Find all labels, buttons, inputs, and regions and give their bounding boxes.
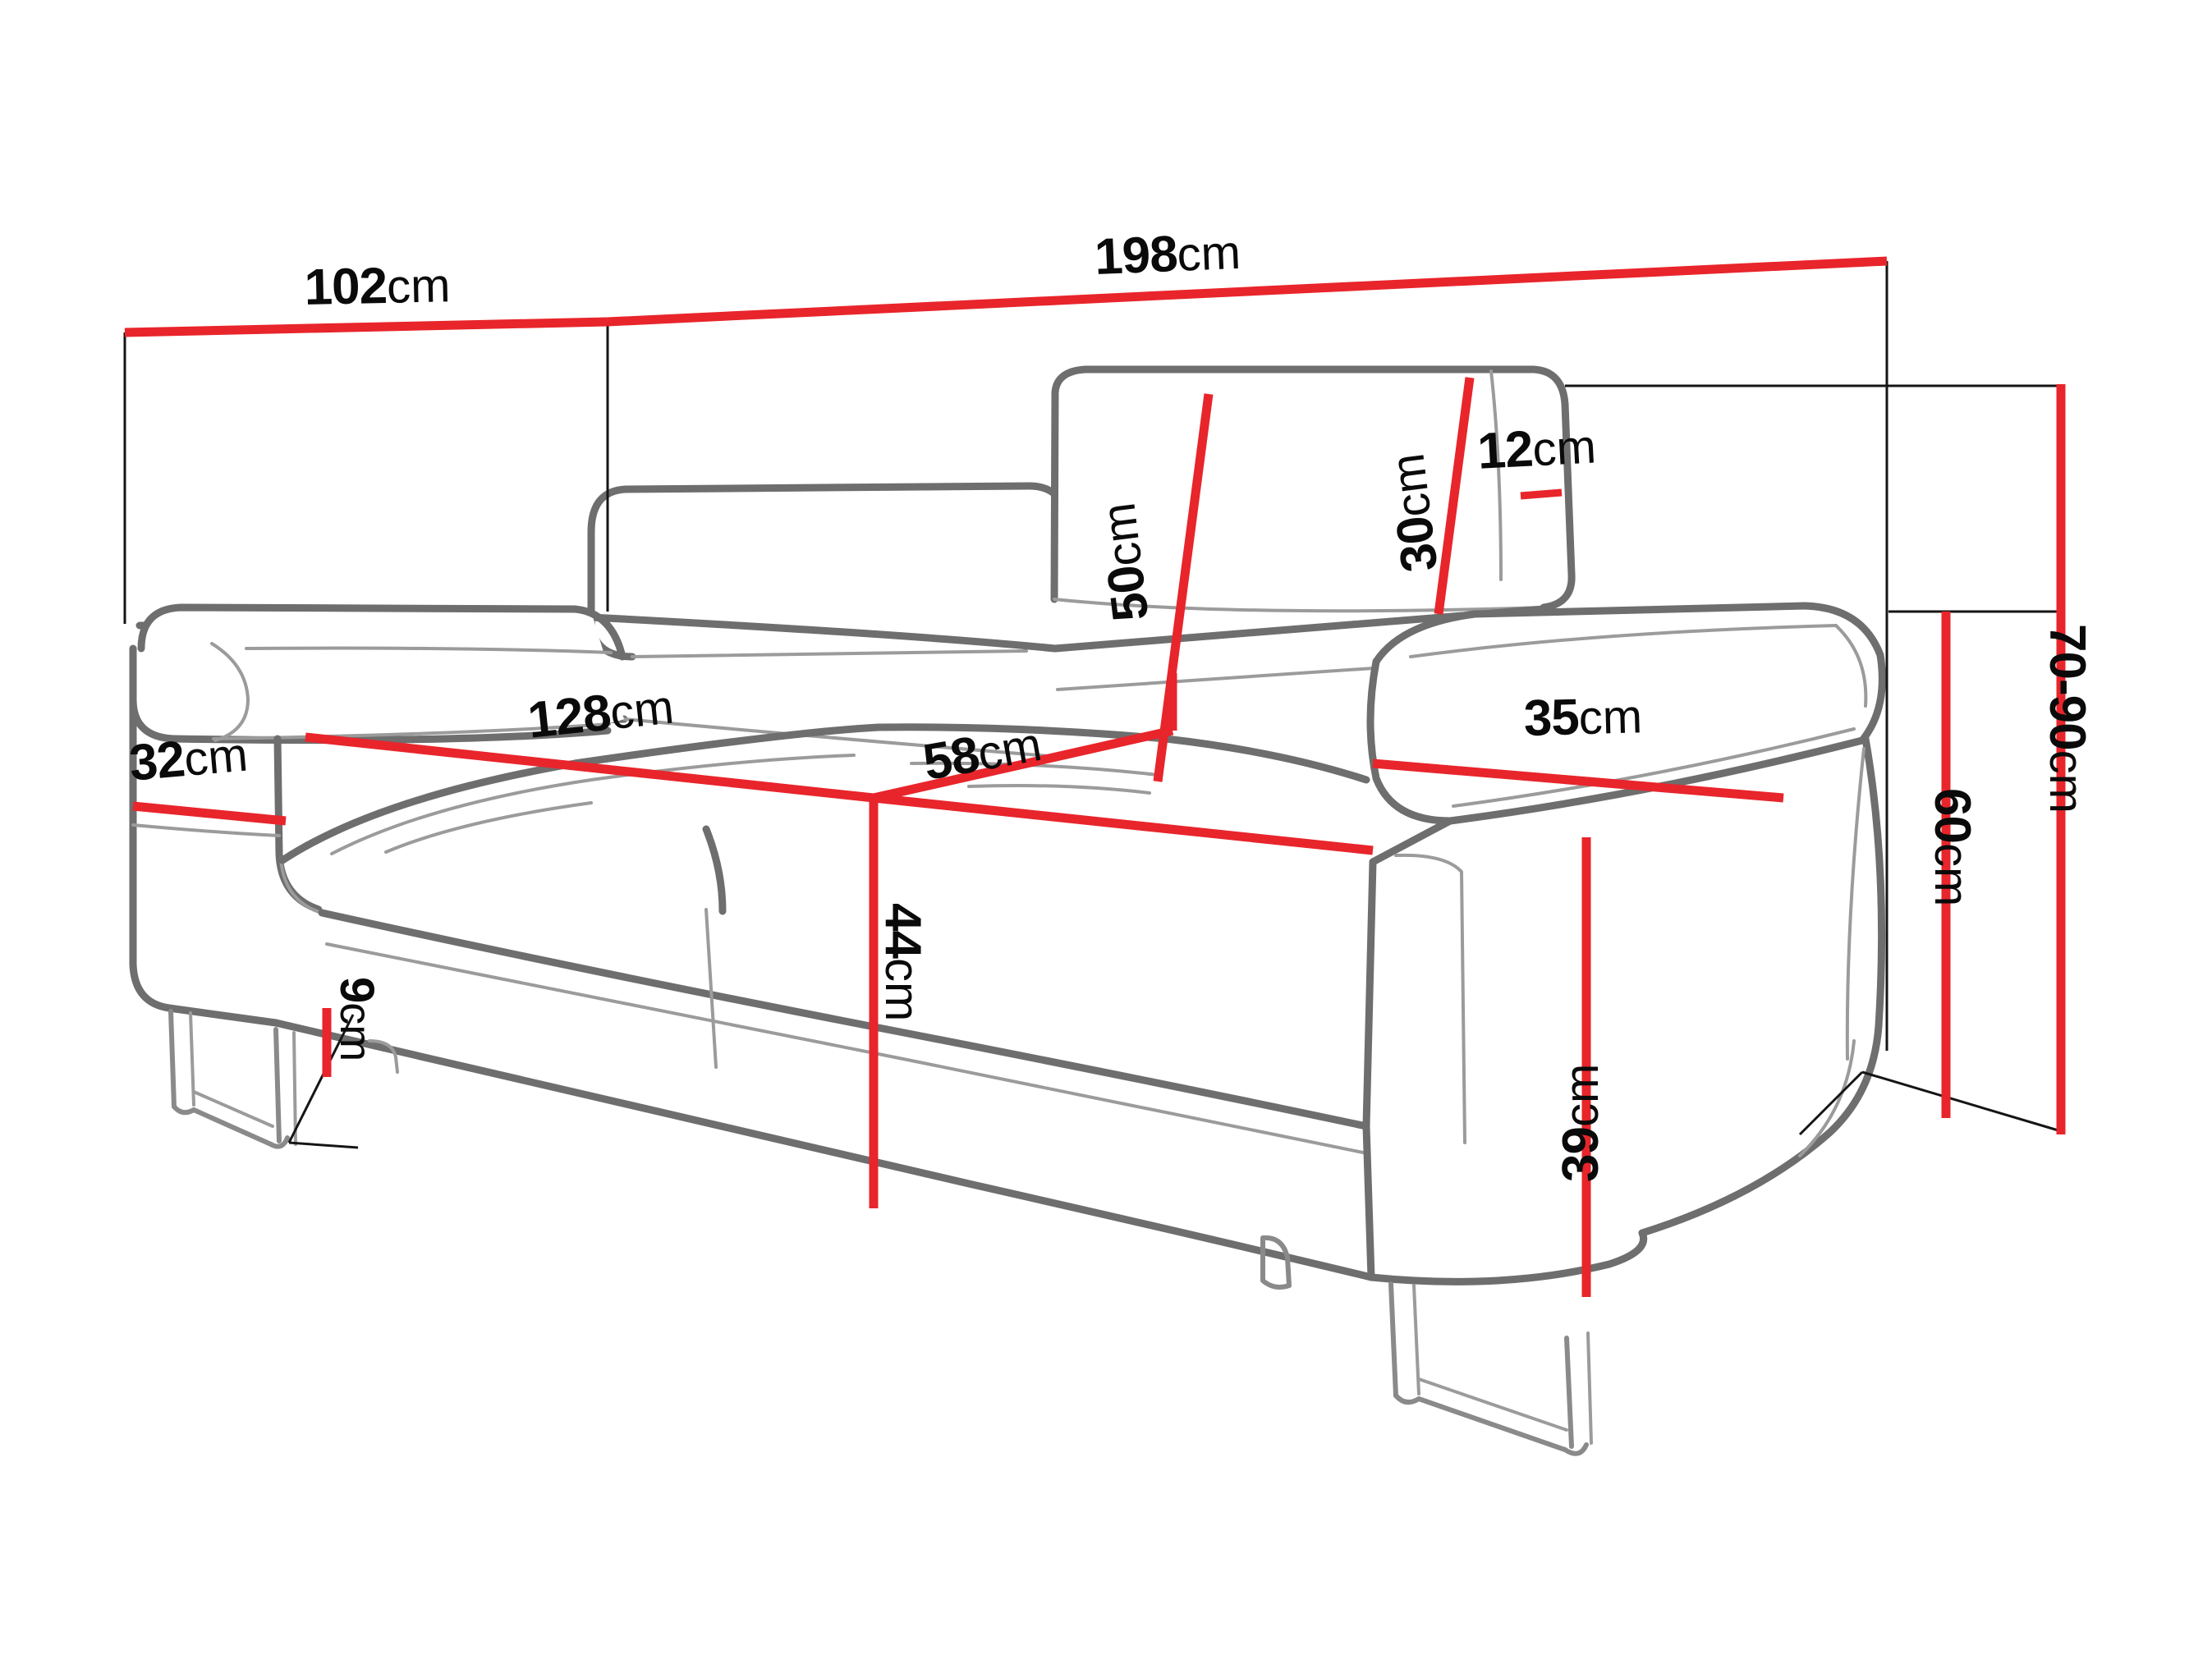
left-small-foot <box>368 1039 399 1074</box>
label-left-armrest-width: 32cm <box>126 727 250 792</box>
dimension-line-depth-total <box>124 317 608 337</box>
right-side-panel <box>1362 735 1886 1285</box>
label-seat-height: 39cm <box>1553 1063 1609 1182</box>
dimension-line-width-total <box>607 256 1888 327</box>
dimension-line-seat-front-edge <box>873 793 1374 855</box>
label-side-depth: 60cm <box>1924 788 1980 907</box>
label-right-armrest-width: 35cm <box>1522 689 1643 747</box>
center-foot <box>1260 1235 1292 1290</box>
label-total-width: 198cm <box>1093 225 1242 286</box>
right-armrest <box>1366 602 1886 825</box>
left-sled-leg <box>168 1009 297 1149</box>
dimension-line-seat-width <box>305 732 874 803</box>
label-armrest-height: 44cm <box>874 903 931 1022</box>
sofa-base-body <box>272 908 1375 1281</box>
label-headrest-thickness: 12cm <box>1475 419 1598 480</box>
dimension-line-backrest-height <box>1153 393 1214 782</box>
dimension-line-seat-depth <box>872 726 1174 803</box>
dimension-line-headrest-height <box>1434 377 1475 615</box>
label-leg-height: 9cm <box>330 977 383 1062</box>
dimension-lines <box>124 256 2066 1297</box>
dimension-line-right-armrest-width <box>1372 758 1784 803</box>
sofa-illustration <box>129 365 1886 1456</box>
right-sled-leg <box>1388 1281 1593 1456</box>
label-total-depth: 102cm <box>303 257 452 316</box>
left-side-panel <box>129 695 324 1027</box>
label-total-height-range: 70-90cm <box>2039 624 2095 813</box>
left-armrest <box>129 603 626 745</box>
dimension-line-left-armrest-width <box>132 801 287 826</box>
dimension-line-headrest-thickness <box>1520 488 1563 500</box>
guide-lines <box>123 261 2062 1149</box>
